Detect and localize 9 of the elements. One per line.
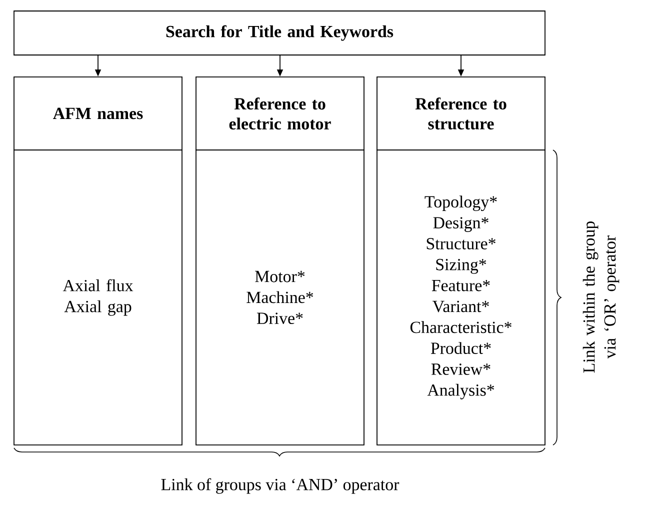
- annotation: Link of groups via ‘AND’ operator: [161, 478, 400, 494]
- annotation: Link within the group via ‘OR’ operator: [582, 221, 620, 373]
- header-box: Search for Title and Keywords: [14, 10, 546, 56]
- header-box: Reference to electric motor: [196, 76, 364, 150]
- header-box: Reference to structure: [376, 76, 546, 150]
- keyword-box: Axial flux Axial gap: [14, 150, 182, 446]
- keyword-box: Motor* Machine* Drive*: [196, 150, 364, 446]
- header-box: AFM names: [14, 76, 182, 150]
- keyword-box: Topology* Design* Structure* Sizing* Feature* Variant* Characteristic* Product* Review* Analysis*: [376, 150, 546, 446]
